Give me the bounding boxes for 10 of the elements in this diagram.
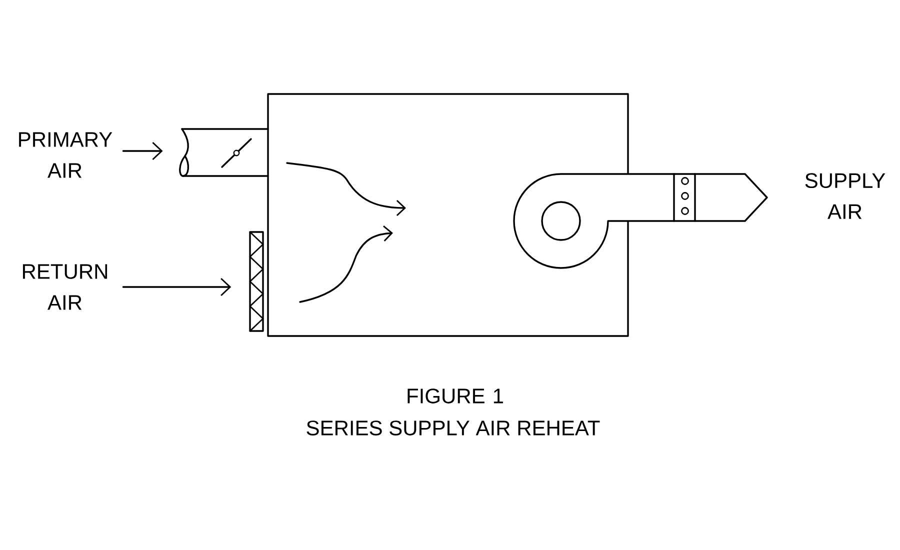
unit-casing [267,93,629,337]
arrow [122,142,163,160]
figure-number: FIGURE 1 [408,388,503,404]
flow-label: SUPPLY AIR [805,173,886,219]
duct [179,128,269,177]
caption: SERIES SUPPLY AIR REHEAT [306,420,600,436]
flow-label: PRIMARY AIR [19,132,112,178]
filter [249,231,264,332]
arrow [122,278,232,296]
flow-label: RETURN AIR [22,264,108,310]
